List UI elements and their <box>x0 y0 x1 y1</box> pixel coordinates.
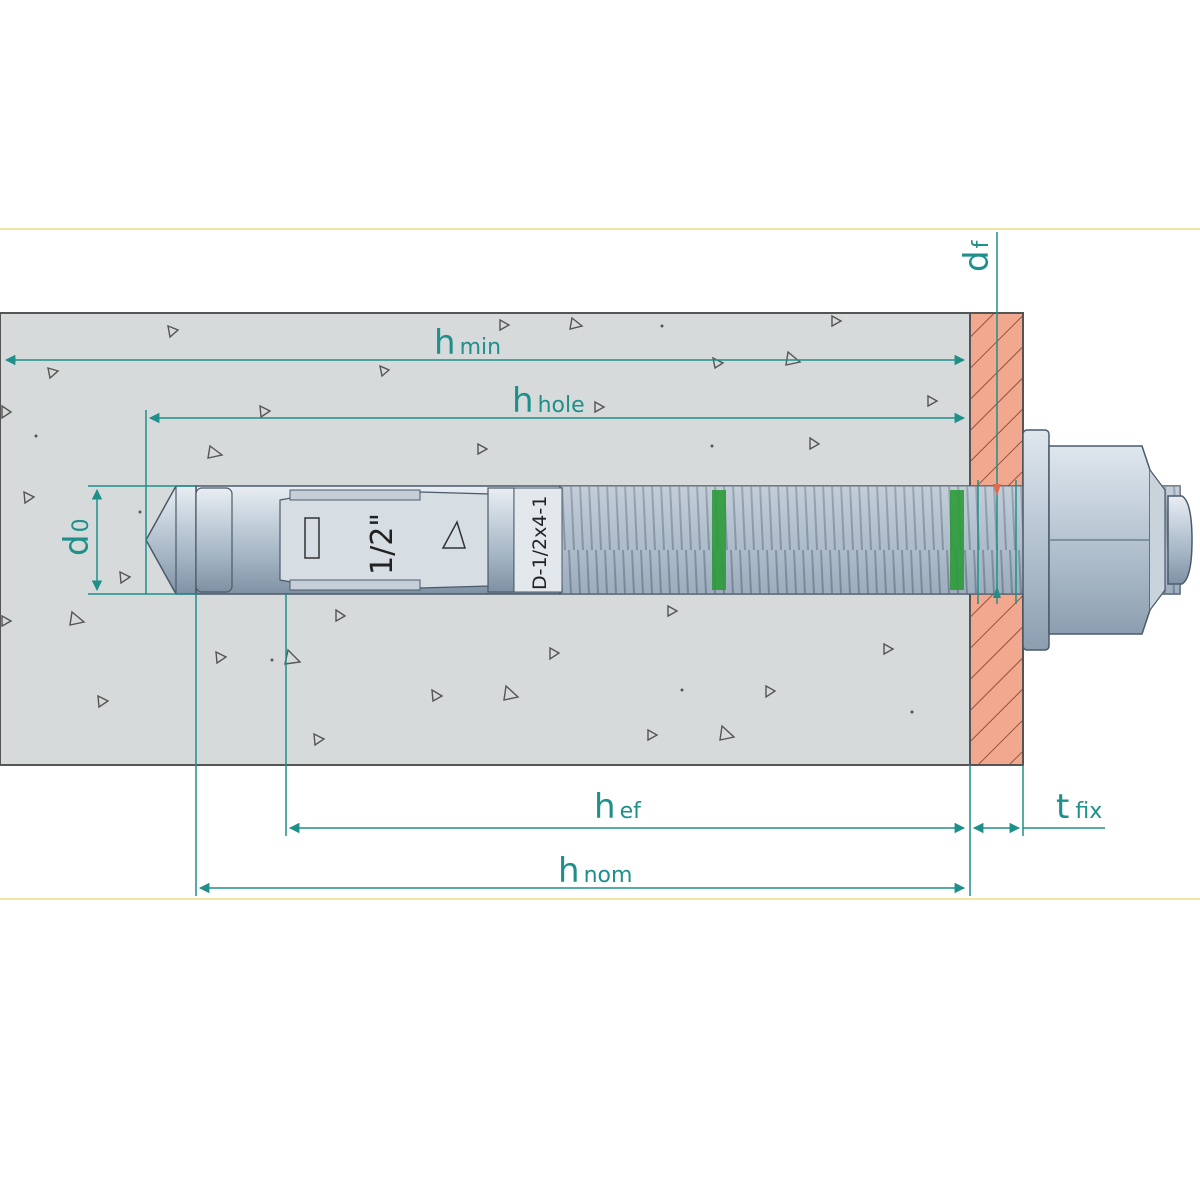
dimension-lines <box>4 232 1105 896</box>
marker-ring-1 <box>712 490 726 590</box>
anchor-code-marking: D-1/2x4-1 <box>529 496 551 590</box>
label-d-0: d0 <box>57 518 97 556</box>
marker-ring-2 <box>950 490 964 590</box>
anchor-size-marking: 1/2" <box>365 513 400 575</box>
washer <box>1022 429 1050 651</box>
wedge-anchor: 1/2" D-1/2x4-1 <box>145 429 1193 651</box>
label-d-f: df <box>957 239 997 272</box>
hex-nut <box>1048 445 1166 635</box>
